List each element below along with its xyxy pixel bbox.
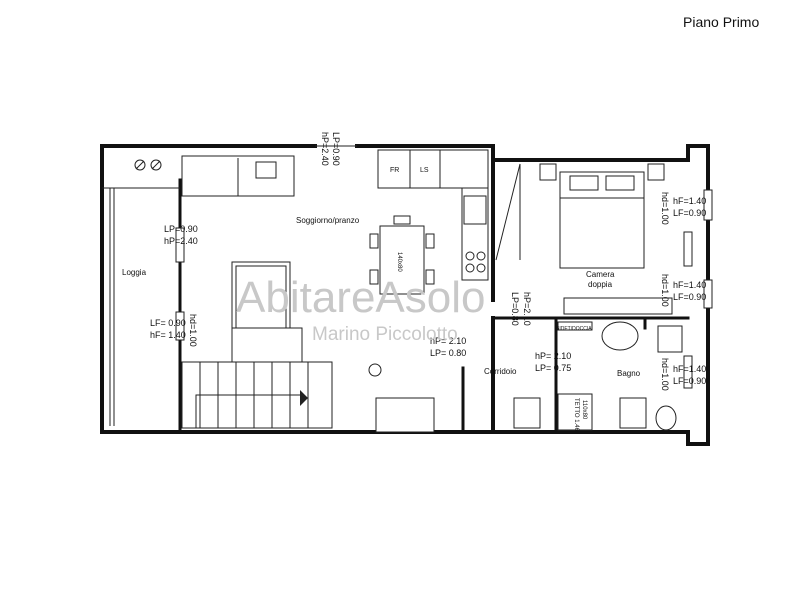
dim-loggia-hd: hd=1.00: [188, 314, 198, 347]
table-size-label: 140x80: [396, 252, 402, 272]
dim-soggiorno-lp: LP=0.90: [164, 224, 198, 234]
sideboard: [181, 155, 295, 197]
loggia-lamps: [134, 159, 162, 171]
fridge-label: FR: [390, 167, 399, 174]
dim-right2-lf: LF=0.90: [673, 292, 706, 302]
dim-right3-lf: LF=0.90: [673, 376, 706, 386]
shower-note-label: TETTO 1.46: [573, 398, 579, 432]
staircase: [181, 361, 333, 429]
room-label-camera: Camera: [586, 270, 615, 279]
room-label-bagno: Bagno: [617, 369, 641, 378]
dim-soggiorno-hp: hP=2.40: [164, 236, 198, 246]
dining-table: [369, 215, 435, 295]
dim-camera-hp: hP=2.10: [522, 292, 532, 326]
dim-right3-hd: hd=1.00: [660, 358, 670, 391]
dim-corridoio-hp: hP= 2.10: [430, 336, 466, 346]
room-label-corridoio: Corridoio: [484, 367, 517, 376]
windows: [175, 145, 713, 389]
dim-loggia-lf: LF= 0.90: [150, 318, 186, 328]
dim-bagno-lp: LP= 0.75: [535, 363, 571, 373]
sofa: [231, 261, 435, 433]
dim-top-door-hp: hP=2.40: [320, 132, 330, 166]
bidet-tag-label: BIDET/DOCCIA: [556, 326, 592, 332]
dim-loggia-hf: hF= 1.40: [150, 330, 186, 340]
dim-right1-hd: hd=1.00: [660, 192, 670, 225]
room-label-loggia: Loggia: [122, 268, 147, 277]
dim-right2-hd: hd=1.00: [660, 274, 670, 307]
room-label-soggiorno: Soggiorno/pranzo: [296, 216, 360, 225]
kitchen-counter: [377, 149, 489, 281]
dim-right3-hf: hF=1.40: [673, 364, 706, 374]
dim-bagno-hp: hP= 2.10: [535, 351, 571, 361]
dim-corridoio-lp: LP= 0.80: [430, 348, 466, 358]
dim-camera-lp: LP=0.80: [510, 292, 520, 326]
dim-right1-hf: hF=1.40: [673, 196, 706, 206]
bathroom-fixtures: [513, 321, 683, 431]
watermark-author: Marino Piccolotto: [312, 324, 458, 345]
page-title: Piano Primo: [683, 14, 760, 30]
double-bed: [495, 163, 673, 315]
dim-right1-lf: LF=0.90: [673, 208, 706, 218]
dim-top-door-lp: LP=0.90: [331, 132, 341, 166]
shower-size-label: 110x80: [581, 400, 587, 420]
watermark-brand: AbitareAsolo: [236, 273, 485, 322]
room-label-camera-line2: doppia: [588, 280, 613, 289]
dishwasher-label: LS: [420, 167, 429, 174]
interior-walls: [102, 178, 690, 434]
dim-right2-hf: hF=1.40: [673, 280, 706, 290]
